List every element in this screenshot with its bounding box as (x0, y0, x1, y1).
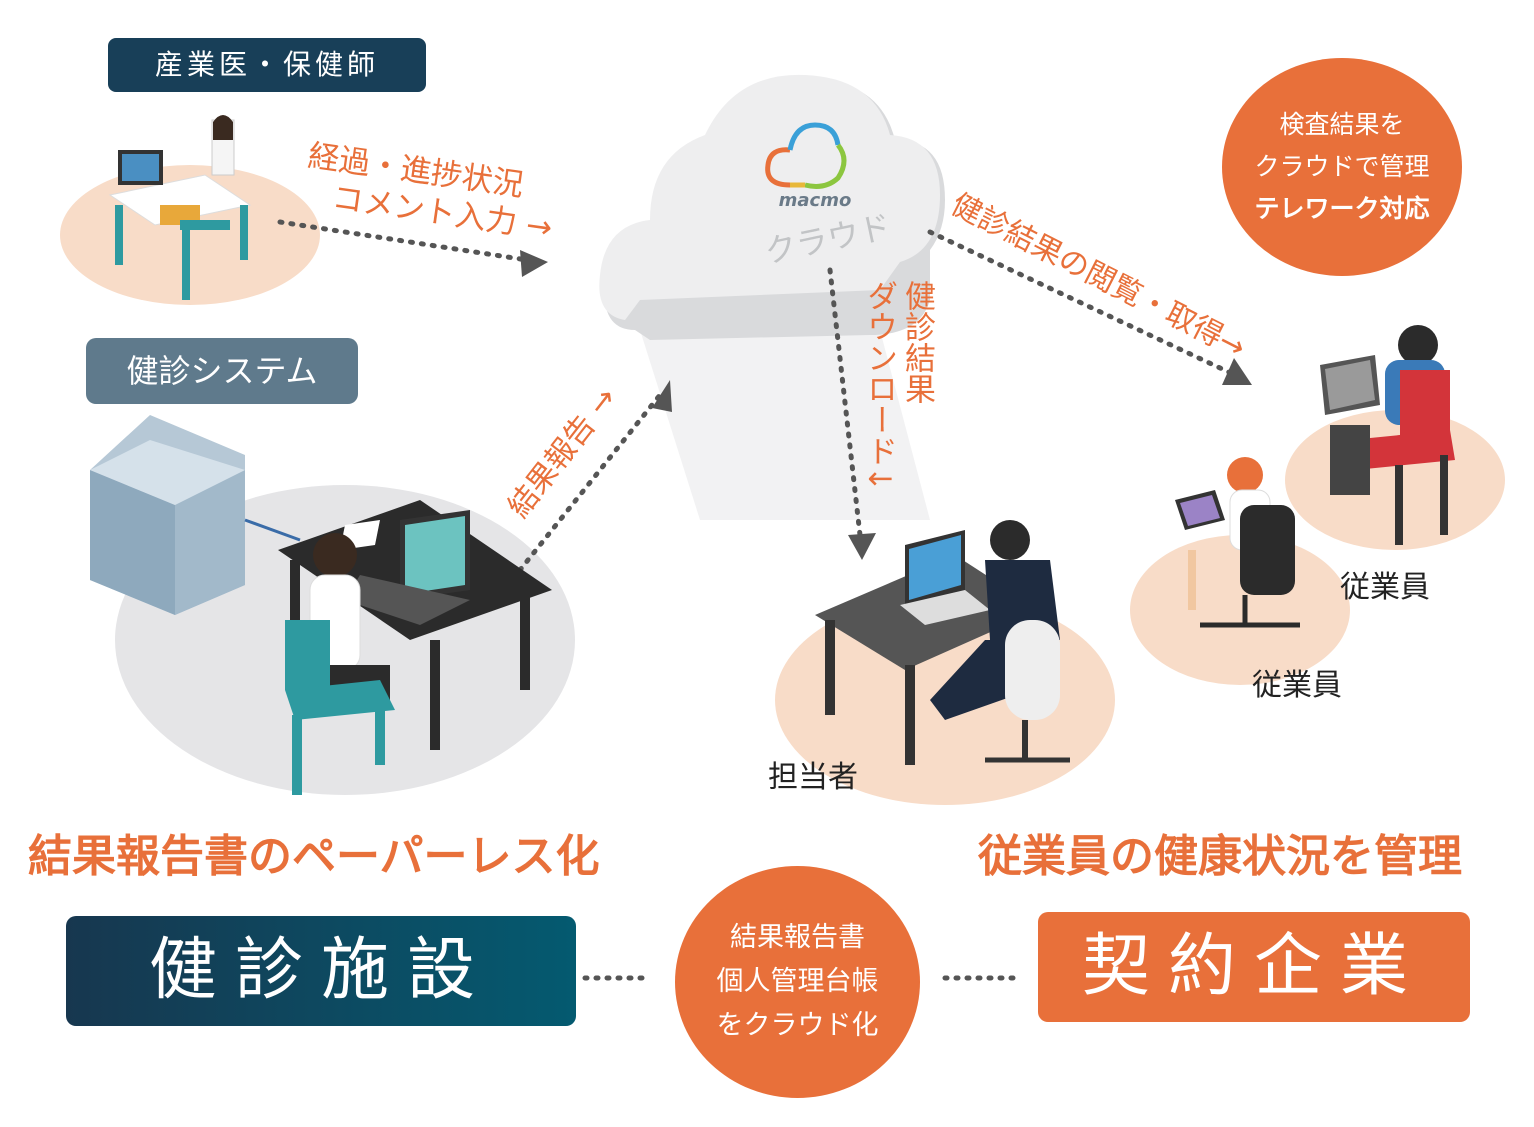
arrowhead-report (652, 380, 672, 412)
center-line3: をクラウド化 (716, 1010, 879, 1041)
telework-circle: 検査結果を クラウドで管理 テレワーク対応 (1222, 58, 1462, 276)
arrowhead-download (848, 533, 876, 560)
center-line1: 結果報告書 (730, 922, 865, 953)
center-circle: 結果報告書 個人管理台帳 をクラウド化 (675, 866, 920, 1098)
cloud-shadow (640, 330, 930, 520)
download-label-col2: ダウンロード↓ (861, 280, 897, 492)
left-headline: 結果報告書のペーパーレス化 (28, 831, 600, 882)
doctor-desk (108, 115, 252, 300)
cloud-shape (599, 74, 945, 341)
facility-box: 健診施設 (66, 916, 576, 1026)
macmo-logo-text: macmo (778, 190, 852, 211)
arrowhead-employee (1222, 358, 1252, 385)
doctor-role-badge: 産業医・保健師 (108, 38, 426, 92)
system-role-badge: 健診システム (86, 338, 358, 404)
manager-desk (815, 520, 1070, 765)
employee-a-label: 従業員 (1340, 570, 1430, 605)
facility-desk (278, 500, 552, 795)
arrowhead-cloud-in (520, 250, 548, 277)
telework-line3: テレワーク対応 (1254, 194, 1430, 223)
person-in-charge-label: 担当者 (768, 760, 858, 795)
telework-line2: クラウドで管理 (1254, 152, 1430, 181)
employee-b-label: 従業員 (1252, 668, 1342, 703)
right-headline: 従業員の健康状況を管理 (978, 831, 1462, 882)
server-unit (90, 415, 301, 615)
employee-a-scene (1320, 325, 1455, 545)
employee-b-scene (1175, 457, 1300, 628)
download-label-col1: 健診結果 (899, 280, 935, 404)
telework-line1: 検査結果を (1279, 110, 1405, 139)
company-box: 契約企業 (1038, 912, 1470, 1022)
center-line2: 個人管理台帳 (716, 966, 879, 997)
macmo-logo (765, 122, 847, 189)
